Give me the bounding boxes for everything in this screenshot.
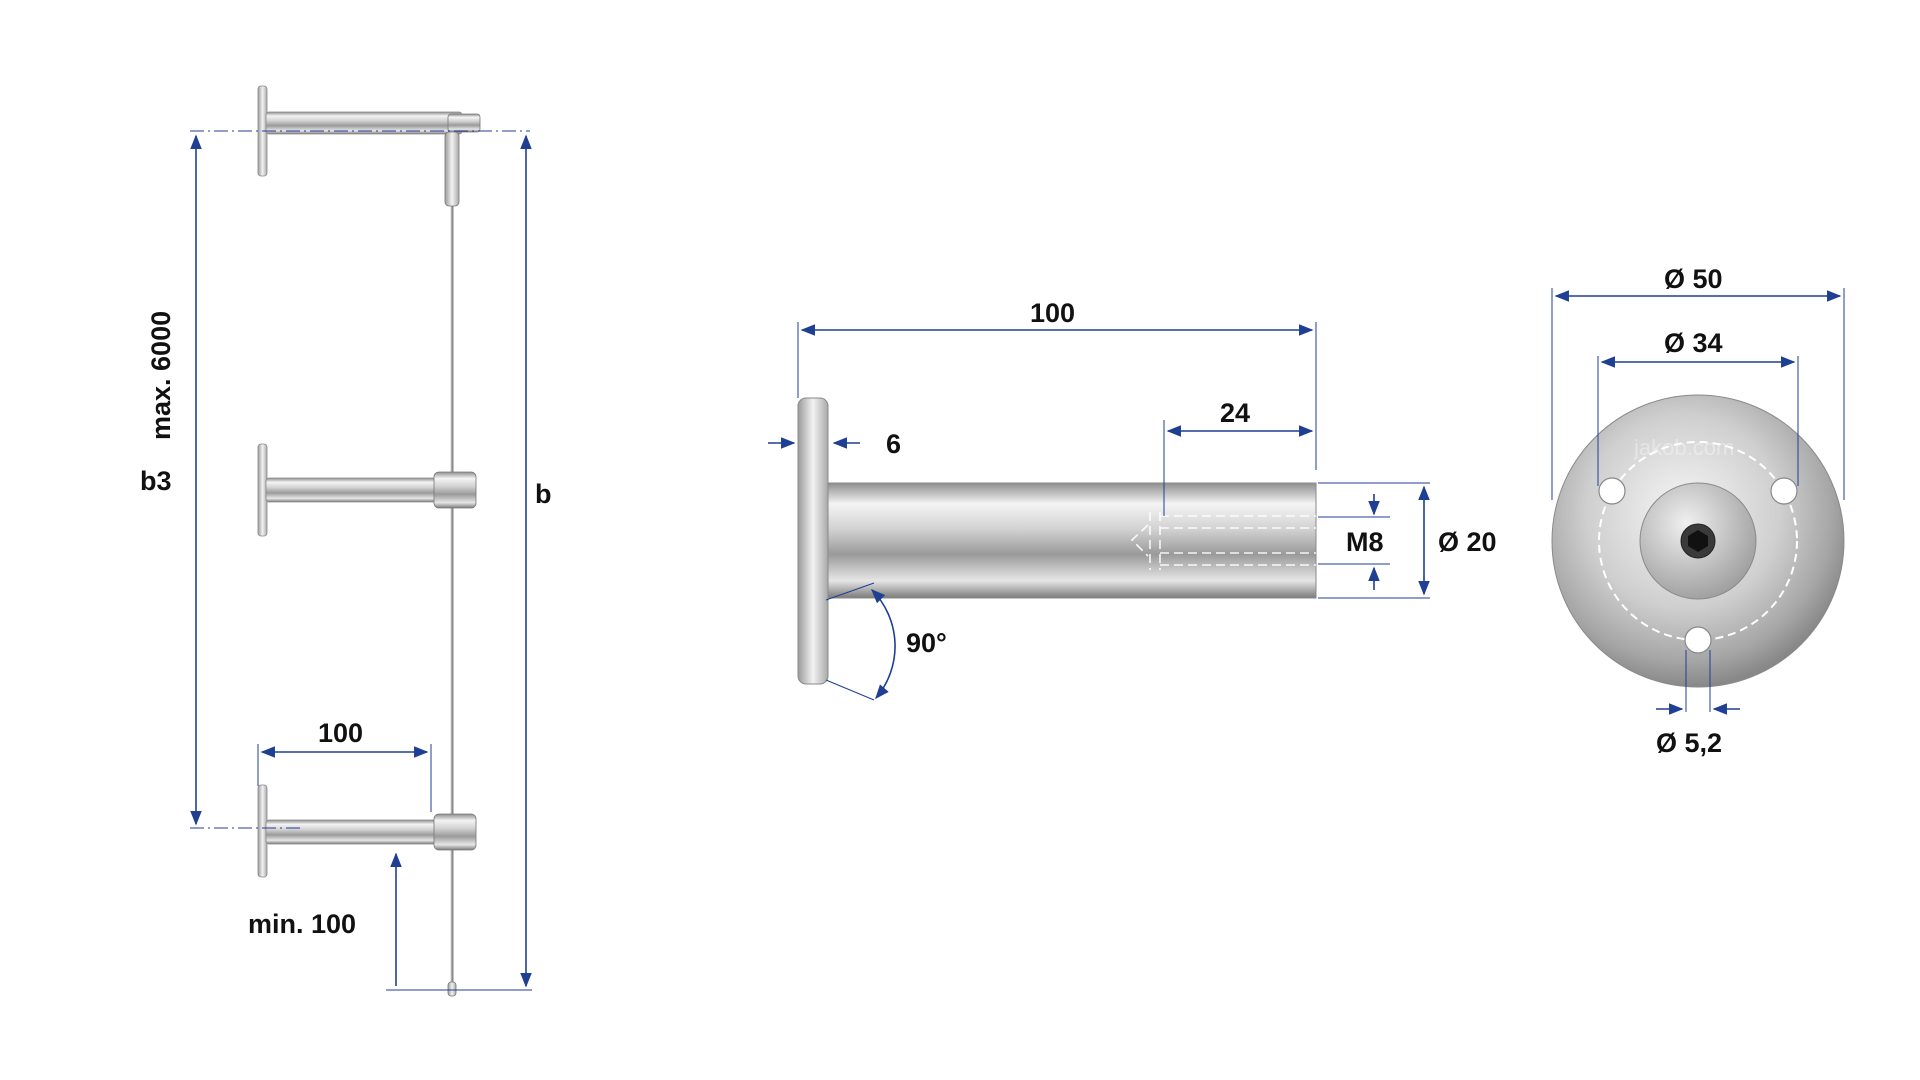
mounting-hole-right xyxy=(1770,477,1798,505)
side-view: 100 6 24 M8 Ø 20 90° xyxy=(768,298,1497,701)
bolt-circle xyxy=(1598,441,1798,641)
standoff-top xyxy=(257,85,481,207)
min-label: min. 100 xyxy=(248,909,356,939)
watermark: jakob.com xyxy=(1633,435,1734,460)
system-view: max. 6000 b3 b 100 min. 100 xyxy=(140,85,552,997)
side-length-label: 100 xyxy=(1030,298,1075,328)
bolt-circle-label: Ø 34 xyxy=(1664,328,1723,358)
height-label: max. 6000 xyxy=(146,311,176,440)
flange-thickness-label: 6 xyxy=(886,429,901,459)
hole-diameter-label: Ø 5,2 xyxy=(1656,728,1722,758)
standoff-bottom xyxy=(257,784,477,878)
front-view: jakob.com Ø 50 Ø 34 Ø 5,2 xyxy=(1551,264,1845,758)
thread-depth-label: 24 xyxy=(1220,398,1250,428)
angle-arc xyxy=(870,588,896,700)
angle-label: 90° xyxy=(906,628,947,658)
standoff-length-label: 100 xyxy=(318,718,363,748)
mounting-hole-left xyxy=(1598,477,1626,505)
rod-diameter-label: Ø 20 xyxy=(1438,527,1497,557)
mounting-hole-bottom xyxy=(1684,626,1712,654)
standoff-middle xyxy=(257,443,477,537)
side-rod xyxy=(827,482,1317,599)
b-label: b xyxy=(535,479,552,509)
thread-label: M8 xyxy=(1346,527,1384,557)
outer-diameter-label: Ø 50 xyxy=(1664,264,1723,294)
cable-end-ferrule xyxy=(447,981,457,997)
side-flange xyxy=(797,397,829,685)
b3-label: b3 xyxy=(140,466,172,496)
